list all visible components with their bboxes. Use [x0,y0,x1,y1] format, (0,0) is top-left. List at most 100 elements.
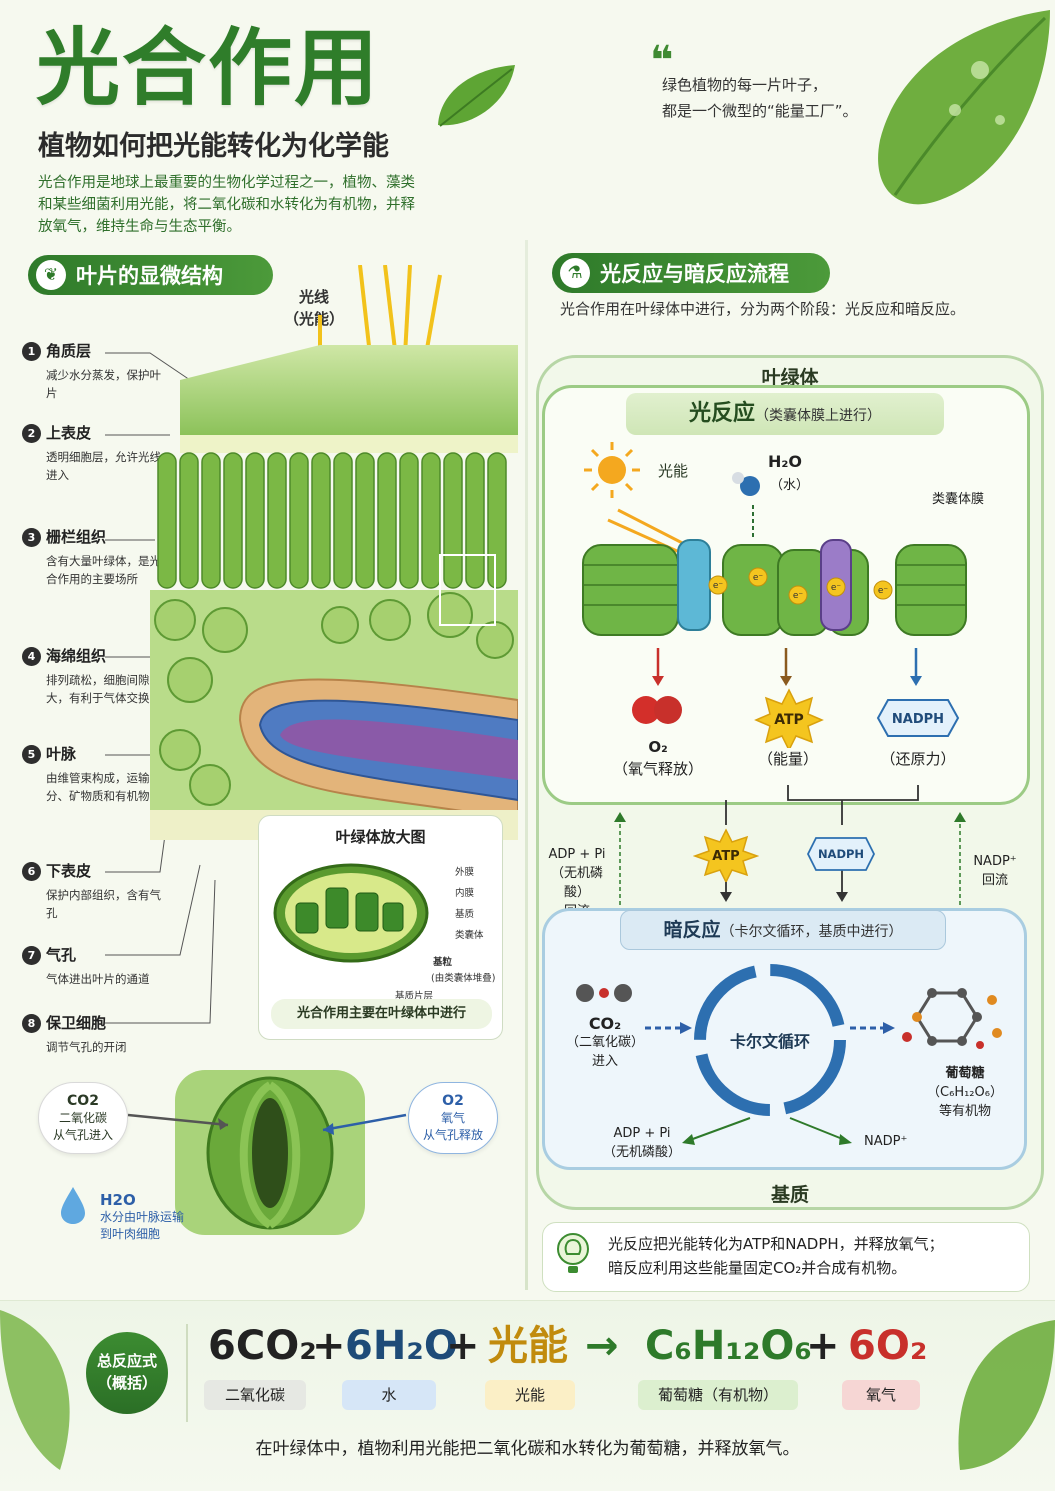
label-thylakoid: 类囊体 [455,930,484,941]
nadp-return-1: NADP⁺ [973,854,1017,869]
chloroplast-illustration [273,863,429,963]
equation-caption: 在叶绿体中，植物利用光能把二氧化碳和水转化为葡萄糖，并释放氧气。 [255,1439,800,1459]
o2-product: O₂ （氧气释放） [608,736,708,780]
co2-in-bubble: CO2 二氧化碳 从气孔进入 [38,1082,128,1154]
stoma-illustration [175,1070,365,1235]
h2o-line2: 到叶肉细胞 [100,1227,161,1241]
summary-tip: 光反应把光能转化为ATP和NADPH，并释放氧气； 暗反应利用这些能量固定CO₂… [608,1232,944,1280]
dark-reaction-box [542,908,1027,1170]
light-label-1: 光线 [299,288,330,306]
item-desc: 减少水分蒸发，保护叶片 [46,368,161,400]
water-molecule-icon [732,472,760,496]
tag-water: 水 [342,1380,436,1410]
item-number: 1 [22,342,41,361]
light-reaction-title: 光反应（类囊体膜上进行） [626,393,944,435]
dark-reaction-title-text: 暗反应 [663,919,721,941]
transfer-connectors [614,785,966,905]
quote-line-1: 绿色植物的每一片叶子， [662,76,828,94]
h2o-line1: 水分由叶脉运输 [100,1210,185,1224]
item-name: 保卫细胞 [46,1014,107,1032]
page-title: 光合作用 [36,19,381,117]
o2-molecule-icon [632,696,682,724]
section-reaction-flow: ⚗ 光反应与暗反应流程 [552,253,830,293]
nadp-return-label: NADP⁺ 回流 [965,852,1025,890]
eq-h2o: 6H₂O [345,1323,458,1369]
item-name: 叶脉 [46,745,77,763]
item-number: 4 [22,647,41,666]
atp-burst-icon: ATP [754,688,824,748]
item-desc: 调节气孔的开闭 [46,1040,127,1054]
eq-arrow: → [585,1323,619,1369]
leaf-icon: ❦ [36,260,66,290]
leaf-cross-section-illustration [150,345,518,840]
quote-icon: ❝ [650,38,674,84]
water-drop-icon [61,1187,85,1224]
small-leaf-icon [438,65,515,127]
atp-transfer-text: ATP [712,849,739,864]
o2-product-desc: （氧气释放） [612,760,703,778]
item-number: 5 [22,745,41,764]
stroma-label: 基质 [770,1184,809,1206]
light-reaction-title-text: 光反应 [688,401,755,426]
item-number: 2 [22,424,41,443]
page-subtitle: 植物如何把光能转化为化学能 [38,131,389,162]
item-number: 6 [22,862,41,881]
co2-input-1: （二氧化碳） [565,1035,644,1050]
thylakoid-membrane-label: 类囊体膜 [932,492,985,507]
light-label-2: （光能） [284,310,345,328]
nadp-output: NADP⁺ [864,1134,908,1149]
item-desc: 含有大量叶绿体，是光合作用的主要场所 [46,554,161,586]
leaf-decoration-bottom-left [0,1310,70,1470]
nadph-transfer-icon: NADPH [806,837,876,871]
summary-tip-2: 暗反应利用这些能量固定CO₂并合成有机物。 [608,1259,907,1277]
glucose-output: 葡萄糖 （C₆H₁₂O₆） 等有机物 [920,1064,1010,1121]
glucose-molecule-icon [902,988,1002,1049]
eq-co2: 6CO₂ [208,1323,317,1369]
light-reaction-note: （类囊体膜上进行） [755,408,881,424]
chloroplast-zoom-title: 叶绿体放大图 [335,828,426,846]
adp-return-2: （无机磷酸） [550,866,603,900]
item-name: 角质层 [46,342,92,360]
atp-transfer-icon: ATP [693,828,759,882]
atp-burst-text: ATP [774,712,804,728]
reaction-flow-desc: 光合作用在叶绿体中进行，分为两个阶段：光反应和暗反应。 [560,300,966,318]
section-leaf-structure: ❦ 叶片的显微结构 [28,255,273,295]
eq-plus-3: + [806,1323,840,1369]
equation-badge-2: （概括） [96,1374,157,1392]
label-inner-membrane: 内膜 [455,888,475,899]
label-lamella: 基质片层 [395,991,434,1002]
lightbulb-icon [557,1233,589,1273]
item-number: 3 [22,528,41,547]
o2-out-bubble: O2 氧气 从气孔释放 [408,1082,498,1154]
water-label: H₂O [768,452,802,471]
nadph-hexagon-text: NADPH [892,712,944,727]
item-name: 栅栏组织 [46,528,107,546]
tag-glucose: 葡萄糖（有机物） [638,1380,798,1410]
section-reaction-flow-title: 光反应与暗反应流程 [600,262,789,286]
co2-molecule-icon [576,984,632,1002]
summary-tip-box [542,1222,1030,1292]
co2-input-name: CO₂ [588,1014,622,1033]
summary-tip-1: 光反应把光能转化为ATP和NADPH，并释放氧气； [608,1235,944,1253]
calvin-cycle-diagram: 卡尔文循环 [645,964,895,1145]
eq-glucose: C₆H₁₂O₆ [645,1323,812,1369]
leaf-decoration-bottom-right [958,1320,1055,1470]
leaf-decoration-top-right [878,10,1050,205]
nadp-return-2: 回流 [981,873,1008,888]
tag-oxygen: 氧气 [842,1380,920,1410]
item-name: 下表皮 [46,862,92,880]
adp-output: ADP + Pi （无机磷酸） [602,1124,682,1162]
light-energy-label: 光能 [658,462,689,480]
chloroplast-zoom-box: 叶绿体放大图 外膜 内膜 基质 类囊体 基粒 (由类囊体堆叠) 基质片层 光合作… [258,815,503,1040]
adp-output-2: （无机磷酸） [602,1145,681,1160]
quote-text: 绿色植物的每一片叶子， 都是一个微型的“能量工厂”。 [662,72,858,124]
adp-output-1: ADP + Pi [613,1126,671,1141]
glucose-output-1: 葡萄糖 [945,1066,985,1081]
item-desc: 由维管束构成，运输水分、矿物质和有机物 [46,771,161,803]
item-name: 海绵组织 [46,647,107,665]
item-number: 7 [22,946,41,965]
tag-light: 光能 [485,1380,575,1410]
eq-plus-1: + [312,1323,346,1369]
atp-product-desc: （能量） [757,750,818,768]
item-number: 8 [22,1014,41,1033]
